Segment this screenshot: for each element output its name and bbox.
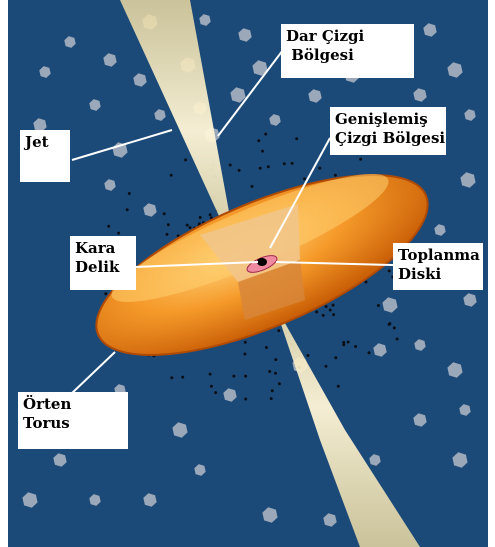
dust-speck <box>163 212 166 215</box>
dust-speck <box>334 356 337 359</box>
dust-speck <box>347 341 350 344</box>
dust-speck <box>325 365 328 368</box>
dust-speck <box>265 346 268 349</box>
dust-speck <box>128 192 131 195</box>
dust-speck <box>189 226 192 229</box>
dust-speck <box>332 304 335 307</box>
dust-speck <box>117 232 120 235</box>
label-toplanma-diski: Toplanma Diski <box>393 243 483 290</box>
dust-speck <box>244 398 247 401</box>
dust-speck <box>209 213 212 216</box>
dust-speck <box>199 216 202 219</box>
dust-speck <box>259 167 262 170</box>
dust-speck <box>315 310 318 313</box>
dust-speck <box>243 353 246 356</box>
dust-speck <box>107 225 110 228</box>
dust-speck <box>229 164 232 167</box>
dust-speck <box>166 233 169 236</box>
dust-speck <box>329 309 332 312</box>
dust-speck <box>104 292 107 295</box>
black-hole-icon <box>257 258 267 266</box>
dust-speck <box>181 376 184 379</box>
dust-speck <box>170 174 173 177</box>
dust-speck <box>274 358 277 361</box>
dust-speck <box>359 158 362 161</box>
dust-speck <box>283 162 286 165</box>
dust-speck <box>388 269 391 272</box>
dust-speck <box>257 139 260 142</box>
dust-speck <box>291 162 294 165</box>
dust-speck <box>244 375 247 378</box>
dust-speck <box>277 329 280 332</box>
dust-speck <box>354 345 357 348</box>
dust-speck <box>278 382 281 385</box>
dust-speck <box>274 372 277 375</box>
dust-speck <box>295 137 298 140</box>
dust-speck <box>232 375 235 378</box>
dust-speck <box>214 391 217 394</box>
dust-speck <box>377 304 380 307</box>
dust-speck <box>261 150 264 153</box>
dust-speck <box>337 385 340 388</box>
dust-speck <box>264 133 267 136</box>
dust-speck <box>303 177 306 180</box>
dust-speck <box>318 167 321 170</box>
label-dar-cizgi-bolgesi: Dar Çizgi Bölgesi <box>281 24 414 78</box>
dust-speck <box>270 397 273 400</box>
dust-speck <box>209 373 212 376</box>
dust-speck <box>268 370 271 373</box>
dust-speck <box>393 326 396 329</box>
dust-speck <box>396 338 399 341</box>
dust-speck <box>267 165 270 168</box>
dust-speck <box>322 314 325 317</box>
label-jet: Jet <box>20 130 70 182</box>
dust-speck <box>238 169 241 172</box>
dust-speck <box>126 208 129 211</box>
dust-speck <box>244 341 247 344</box>
label-genislemis-cizgi-bolgesi: Genişlemiş Çizgi Bölgesi <box>330 107 446 155</box>
label-orten-torus: Örten Torus <box>18 392 128 449</box>
dust-speck <box>184 158 187 161</box>
dust-speck <box>186 224 189 227</box>
dust-speck <box>271 389 274 392</box>
label-kara-delik: Kara Delik <box>70 236 136 290</box>
dust-speck <box>210 385 213 388</box>
dust-speck <box>342 341 345 344</box>
dust-speck <box>325 305 328 308</box>
dust-speck <box>170 376 173 379</box>
dust-speck <box>388 322 391 325</box>
dust-speck <box>334 174 337 177</box>
dust-speck <box>167 223 170 226</box>
dust-speck <box>251 185 254 188</box>
dust-speck <box>306 354 309 357</box>
dust-speck <box>368 351 371 354</box>
dust-speck <box>332 313 335 316</box>
